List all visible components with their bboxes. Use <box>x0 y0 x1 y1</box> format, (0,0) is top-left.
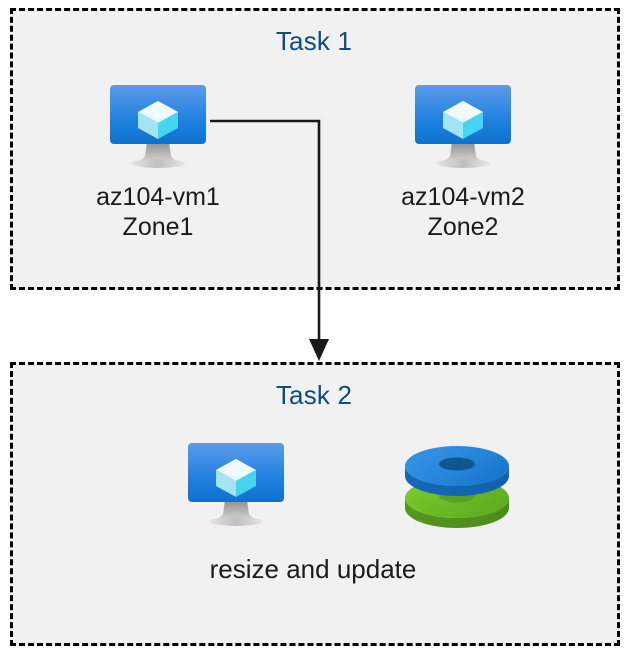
node-az104-vm1[interactable]: az104-vm1 Zone1 <box>58 82 258 242</box>
task-2-icon-row <box>113 440 513 530</box>
node-label-az104-vm2: az104-vm2 Zone2 <box>401 183 525 241</box>
task-2-container <box>10 362 620 646</box>
node-az104-vm2[interactable]: az104-vm2 Zone2 <box>363 82 563 242</box>
node-resize-and-update[interactable]: resize and update <box>113 440 513 584</box>
managed-disks-icon <box>405 446 509 528</box>
virtual-machine-icon <box>110 85 206 168</box>
task-2-title: Task 2 <box>275 380 353 410</box>
node-label-az104-vm1: az104-vm1 Zone1 <box>96 183 220 241</box>
task-1-title: Task 1 <box>275 26 353 56</box>
virtual-machine-icon <box>415 85 511 168</box>
node-label-resize-and-update: resize and update <box>209 554 417 584</box>
connector-arrowhead <box>309 339 329 361</box>
virtual-machine-icon <box>188 443 284 526</box>
